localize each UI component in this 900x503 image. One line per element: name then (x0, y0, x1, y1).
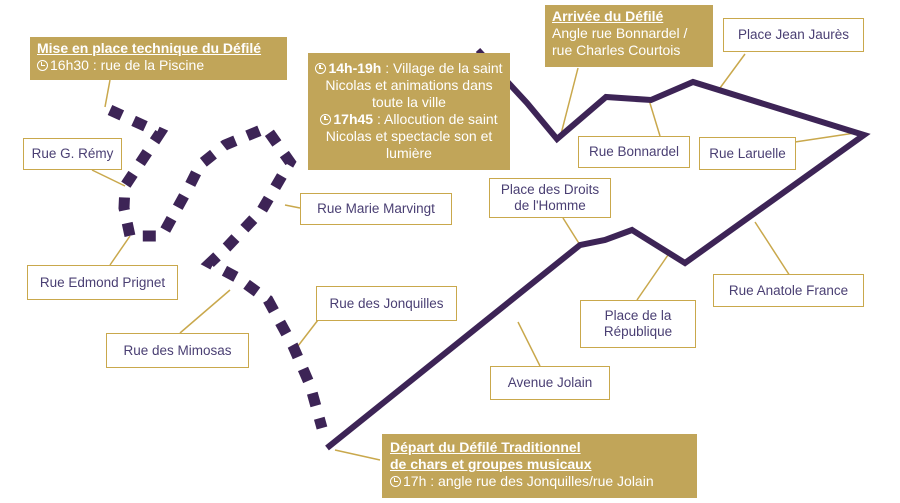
label-rue-g-remy: Rue G. Rémy (23, 138, 122, 170)
clock-icon (320, 114, 332, 125)
depart-time: 17h (403, 473, 427, 489)
label-text: Rue Anatole France (728, 282, 849, 298)
clock-icon (390, 476, 401, 487)
mise-en-place-box: Mise en place technique du Défilé 16h30 … (30, 37, 287, 80)
label-text-line-1: Place de la (604, 308, 672, 323)
leader-jonquilles (297, 319, 319, 347)
arrivee-line-2: rue Charles Courtois (552, 42, 681, 58)
label-text: Avenue Jolain (507, 375, 593, 390)
label-place-republique: Place de la République (580, 300, 696, 348)
leader-mimosas (179, 289, 231, 334)
village-time-1: 14h-19h (328, 60, 382, 76)
label-rue-des-jonquilles: Rue des Jonquilles (316, 286, 457, 321)
label-text-line-2: de l'Homme (514, 198, 586, 213)
leader-edmond-prignet (109, 235, 131, 266)
arrivee-title: Arrivée du Défilé (552, 8, 664, 24)
mise-en-place-text: : rue de la Piscine (88, 57, 205, 73)
label-text: Rue Marie Marvingt (317, 201, 435, 216)
label-place-jean-jaures: Place Jean Jaurès (723, 18, 864, 52)
clock-icon (37, 60, 48, 71)
label-text-line-2: République (603, 324, 673, 339)
clock-icon (315, 63, 327, 74)
arrivee-box: Arrivée du Défilé Angle rue Bonnardel / … (545, 5, 713, 67)
label-text: Rue des Jonquilles (329, 295, 444, 311)
depart-box: Départ du Défilé Traditionnel de chars e… (382, 434, 697, 498)
parade-route-solid (325, 47, 871, 451)
mise-en-place-title: Mise en place technique du Défilé (37, 40, 262, 56)
label-text: Rue Edmond Prignet (39, 274, 166, 290)
label-rue-edmond-prignet: Rue Edmond Prignet (27, 265, 178, 300)
label-text: Rue des Mimosas (123, 342, 232, 358)
leader-depart (334, 449, 381, 461)
label-text: Place Jean Jaurès (737, 27, 850, 42)
leader-bonnardel (648, 99, 661, 137)
label-place-droits-homme: Place des Droits de l'Homme (489, 178, 611, 218)
village-box: 14h-19h : Village de la saint Nicolas et… (308, 53, 510, 170)
label-rue-des-mimosas: Rue des Mimosas (106, 333, 249, 368)
leader-droits-homme (562, 217, 581, 246)
leader-jolain (517, 321, 541, 367)
label-text-line-1: Place des Droits (500, 182, 600, 197)
label-text: Rue G. Rémy (31, 146, 114, 161)
label-rue-marie-marvingt: Rue Marie Marvingt (300, 193, 452, 225)
arrivee-line-1: Angle rue Bonnardel / (552, 25, 688, 41)
depart-title-1: Départ du Défilé Traditionnel (390, 439, 581, 455)
label-text: Rue Bonnardel (588, 144, 680, 159)
village-text-1: : Village de la saint Nicolas et animati… (325, 60, 503, 110)
leader-mise-en-place (104, 79, 111, 108)
leader-arrivee (559, 67, 579, 139)
leader-marie-marvingt (284, 204, 301, 209)
leader-jean-jaures (719, 53, 746, 89)
label-text: Rue Laruelle (709, 145, 786, 161)
leader-republique (636, 254, 669, 301)
leader-anatole-france (754, 221, 791, 277)
village-text-2: : Allocution de saint Nicolas et spectac… (325, 111, 498, 161)
village-time-2: 17h45 (333, 111, 374, 127)
label-rue-bonnardel: Rue Bonnardel (578, 136, 690, 168)
label-rue-anatole-france: Rue Anatole France (713, 274, 864, 307)
depart-text: : angle rue des Jonquilles/rue Jolain (426, 473, 654, 489)
preparation-route-dotted (107, 105, 328, 430)
depart-title-2: de chars et groupes musicaux (390, 456, 592, 472)
label-rue-laruelle: Rue Laruelle (699, 137, 796, 170)
leader-g-remy (91, 169, 126, 187)
mise-en-place-time: 16h30 (50, 57, 89, 73)
label-avenue-jolain: Avenue Jolain (490, 366, 610, 400)
